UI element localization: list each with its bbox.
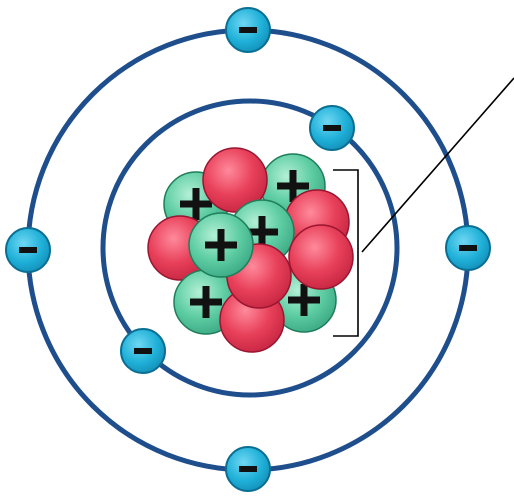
plus-sign-icon: [277, 170, 309, 202]
plus-sign-icon: [180, 188, 212, 220]
plus-particle: [188, 212, 254, 278]
nucleus-bracket: [333, 169, 359, 337]
outer-shell-electron: [225, 446, 271, 492]
minus-sign-icon: [19, 247, 37, 253]
plus-sign-icon: [246, 216, 278, 248]
plus-sign-icon: [288, 284, 320, 316]
inner-shell-electron: [120, 328, 166, 374]
plain-particle: [202, 147, 268, 213]
plain-particle: [288, 224, 354, 290]
minus-sign-icon: [239, 466, 257, 472]
electrons: [5, 7, 491, 492]
plus-sign-icon: [205, 229, 237, 261]
outer-shell-electron: [225, 7, 271, 53]
nucleus-bracket-pointer: [333, 77, 514, 337]
plain-particle-sphere: [288, 224, 354, 290]
inner-shell-electron: [309, 105, 355, 151]
minus-sign-icon: [323, 125, 341, 131]
outer-shell-electron: [445, 225, 491, 271]
minus-sign-icon: [134, 348, 152, 354]
plus-sign-icon: [190, 286, 222, 318]
outer-shell-electron: [5, 227, 51, 273]
leader-line: [361, 77, 514, 253]
inner-orbit: [100, 98, 400, 398]
nucleus: [147, 147, 354, 353]
minus-sign-icon: [239, 27, 257, 33]
minus-sign-icon: [459, 245, 477, 251]
plain-particle-sphere: [202, 147, 268, 213]
